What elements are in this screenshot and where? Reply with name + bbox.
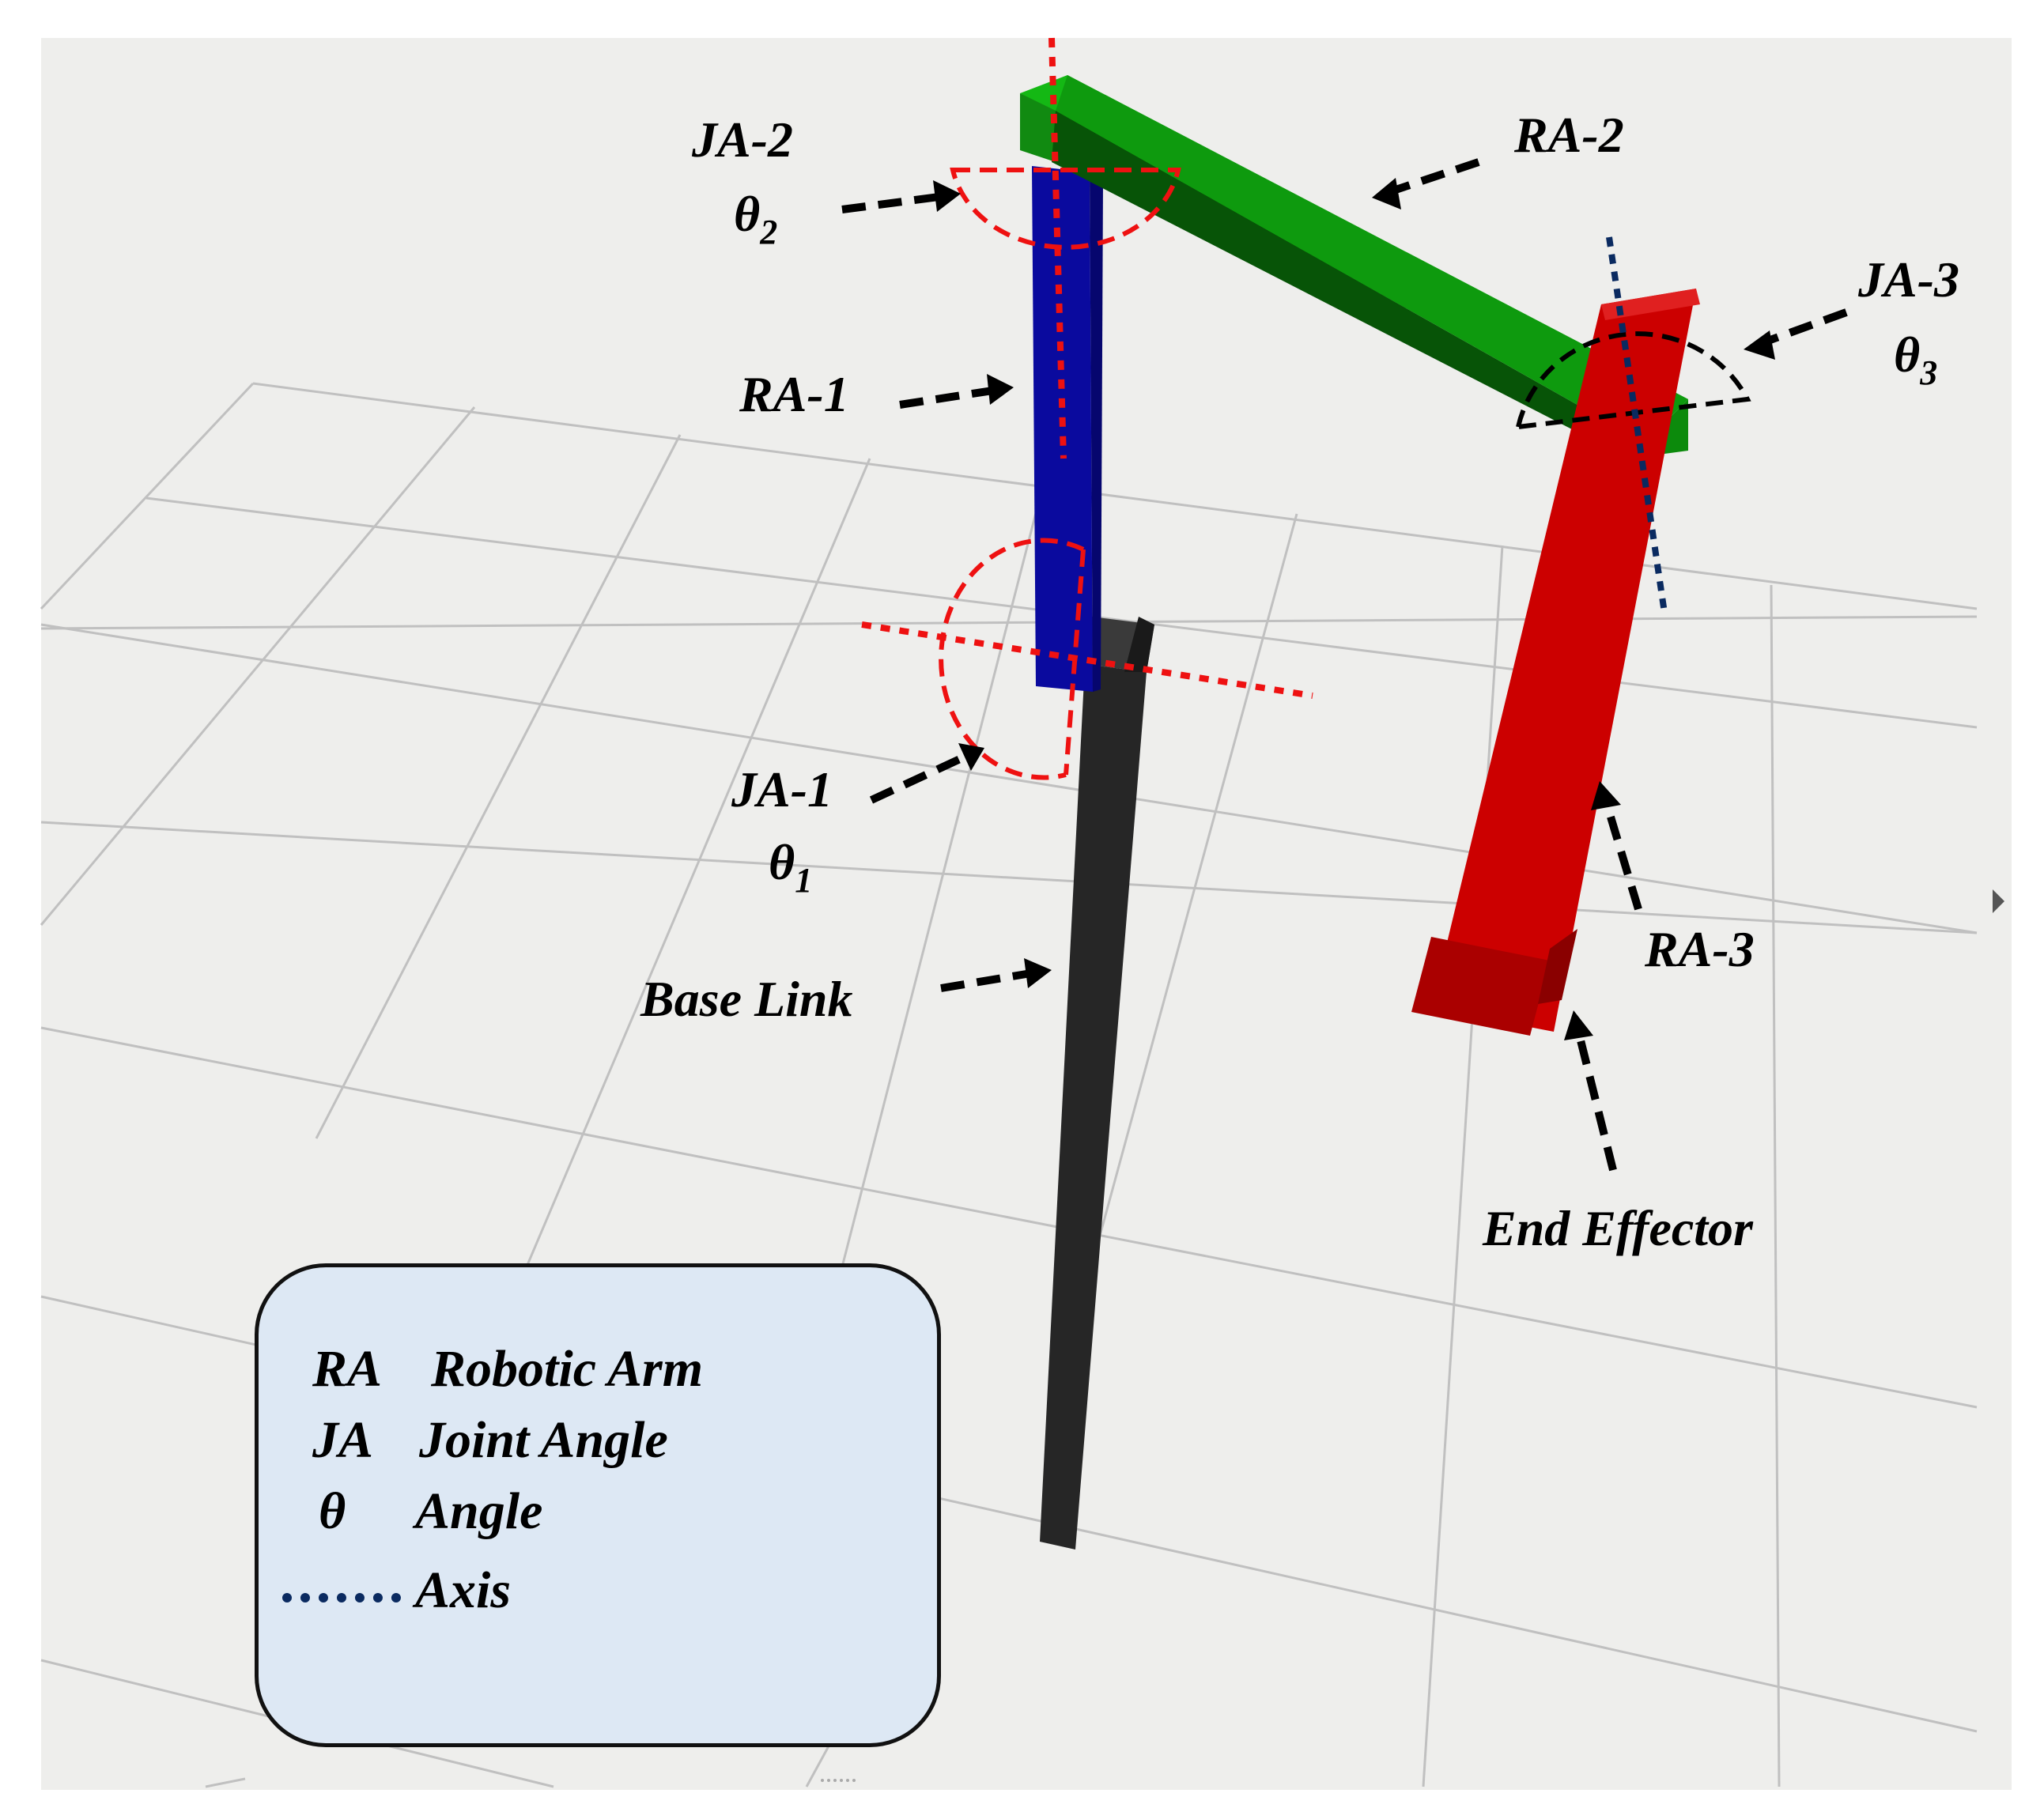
label-ra1: RA-1 [739,366,849,422]
joint-marker-ja1 [861,538,1313,780]
legend-axis-swatch [282,1593,401,1602]
label-ra3: RA-3 [1644,921,1755,977]
arrow-ra2 [1382,158,1480,198]
label-base-link: Base Link [640,971,852,1027]
legend-abbr: RA [312,1340,383,1398]
joint-marker-ja2 [950,37,1181,459]
label-theta3: θ3 [1894,327,1937,392]
arrow-heads [933,178,1775,1040]
arrow-ja1 [869,751,971,804]
scroll-marker-icon [1993,889,2004,913]
axis-3-line [1606,236,1668,613]
arrow-ja2 [841,192,946,213]
arrows [841,158,1848,1172]
ground-grid [40,382,1978,1788]
legend-text: Joint Angle [419,1411,668,1469]
label-ja3: JA-3 [1857,251,1959,308]
arm-3-body [1411,289,1700,1036]
legend-box: RA Robotic Arm JA Joint Angle θ Angle Ax… [255,1263,941,1747]
legend-row: Axis [415,1565,731,1620]
label-ja2: JA-2 [691,111,793,168]
arrow-ra1 [899,386,999,409]
arrow-ra3 [1601,797,1642,911]
legend-row: RA Robotic Arm [312,1343,866,1399]
label-ja1: JA-1 [731,761,833,817]
legend-abbr: θ [319,1482,346,1540]
label-ra2: RA-2 [1513,107,1624,163]
legend-row: JA Joint Angle [312,1414,866,1470]
legend-text: Robotic Arm [431,1340,704,1398]
label-theta1: θ1 [769,834,812,900]
arm-2-body [1020,75,1688,459]
base-link-body [1040,617,1154,1550]
arrow-ja3 [1758,308,1848,348]
legend-abbr: JA [312,1411,374,1469]
legend-row: θ Angle [319,1485,872,1541]
resize-handle-icon [821,1779,856,1782]
legend-text: Angle [415,1482,543,1540]
arm-1-body [1032,166,1103,692]
legend-text: Axis [415,1561,512,1619]
arrow-ee [1574,1026,1617,1172]
label-theta2: θ2 [734,186,777,251]
label-end-effector: End Effector [1482,1200,1754,1256]
arrow-base [940,968,1037,992]
